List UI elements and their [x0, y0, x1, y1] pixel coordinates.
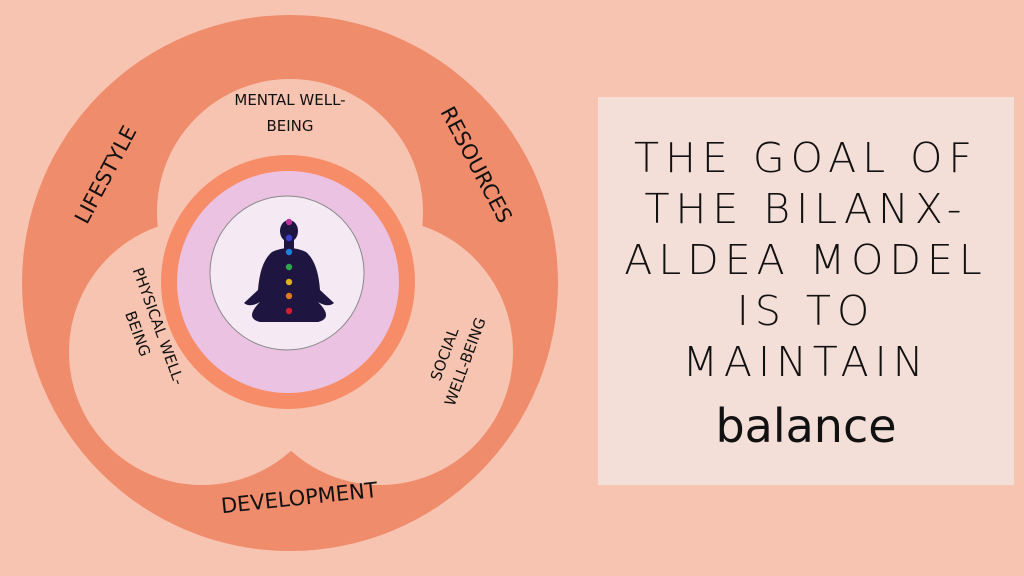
chakra-dot — [285, 278, 293, 286]
goal-line: MAINTAIN — [682, 338, 930, 386]
goal-line: THE GOAL OF — [634, 134, 978, 182]
chakra-dot — [285, 234, 293, 242]
chakra-dot — [285, 263, 293, 271]
chakra-dot — [285, 218, 293, 226]
goal-emphasis-word: balance — [715, 399, 897, 453]
label-mental-line2: BEING — [266, 117, 313, 135]
chakra-dot — [285, 292, 293, 300]
goal-heading: THE GOAL OF THE BILANX- ALDEA MODEL IS T… — [598, 133, 1014, 388]
chakra-dot — [285, 307, 293, 315]
goal-line: THE BILANX- — [644, 185, 968, 233]
chakra-dot — [285, 248, 293, 256]
label-mental-line1: MENTAL WELL- — [234, 91, 345, 109]
chakra-dots — [285, 218, 293, 315]
goal-line: IS TO — [736, 287, 876, 335]
goal-box: THE GOAL OF THE BILANX- ALDEA MODEL IS T… — [598, 97, 1014, 485]
bilanx-aldea-diagram: LIFESTYLE RESOURCES DEVELOPMENT MENTAL W… — [22, 15, 558, 551]
goal-line: ALDEA MODEL — [624, 236, 988, 284]
